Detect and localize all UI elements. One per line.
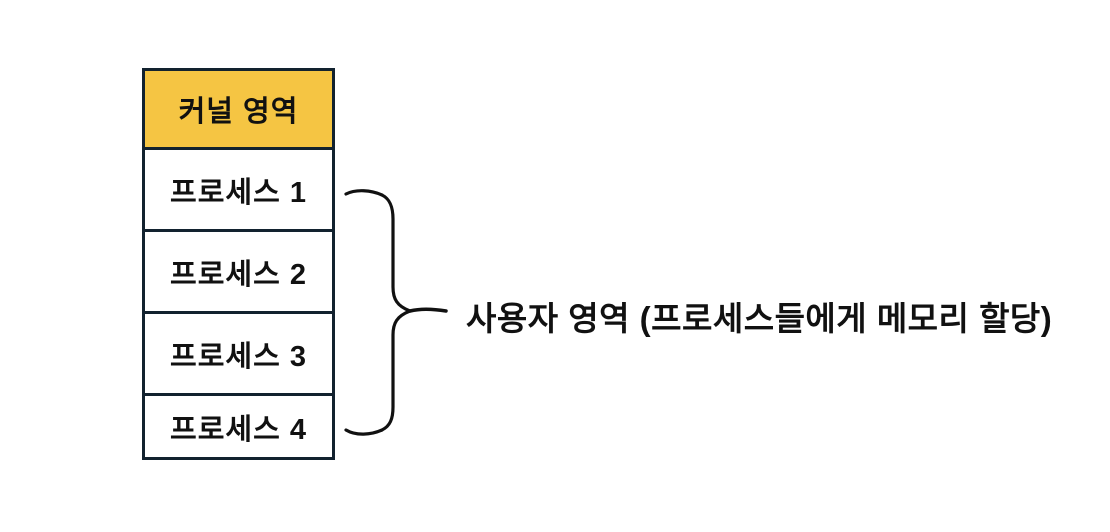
- process-4-box: 프로세스 4: [142, 393, 335, 460]
- memory-box-stack: 커널 영역 프로세스 1 프로세스 2 프로세스 3 프로세스 4: [142, 68, 335, 460]
- user-area-annotation: 사용자 영역 (프로세스들에게 메모리 할당): [466, 300, 1053, 337]
- process-2-label: 프로세스 2: [170, 258, 307, 291]
- process-2-box: 프로세스 2: [142, 229, 335, 314]
- kernel-area-label: 커널 영역: [178, 96, 299, 128]
- process-3-label: 프로세스 3: [170, 340, 307, 373]
- process-4-label: 프로세스 4: [170, 413, 307, 446]
- process-1-box: 프로세스 1: [142, 147, 335, 232]
- process-1-label: 프로세스 1: [170, 176, 307, 209]
- process-3-box: 프로세스 3: [142, 311, 335, 396]
- kernel-area-box: 커널 영역: [142, 68, 335, 150]
